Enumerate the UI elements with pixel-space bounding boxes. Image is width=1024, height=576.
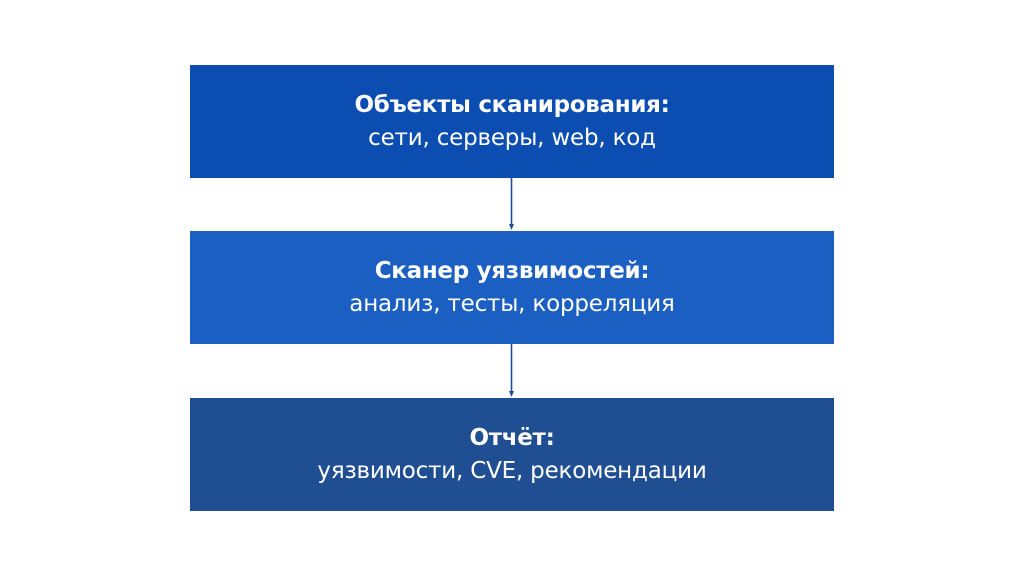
node-subtitle: сети, серверы, web, код xyxy=(368,124,656,151)
node-title: Объекты сканирования: xyxy=(354,91,670,118)
node-subtitle: анализ, тесты, корреляция xyxy=(349,290,675,317)
node-subtitle: уязвимости, CVE, рекомендации xyxy=(317,457,707,484)
node-scanner: Сканер уязвимостей: анализ, тесты, корре… xyxy=(190,231,834,344)
node-report: Отчёт: уязвимости, CVE, рекомендации xyxy=(190,398,834,511)
arrow-down-icon xyxy=(509,344,514,398)
node-scan-objects: Объекты сканирования: сети, серверы, web… xyxy=(190,65,834,178)
arrow-down-icon xyxy=(509,178,514,231)
node-title: Отчёт: xyxy=(469,424,555,451)
node-title: Сканер уязвимостей: xyxy=(374,257,650,284)
